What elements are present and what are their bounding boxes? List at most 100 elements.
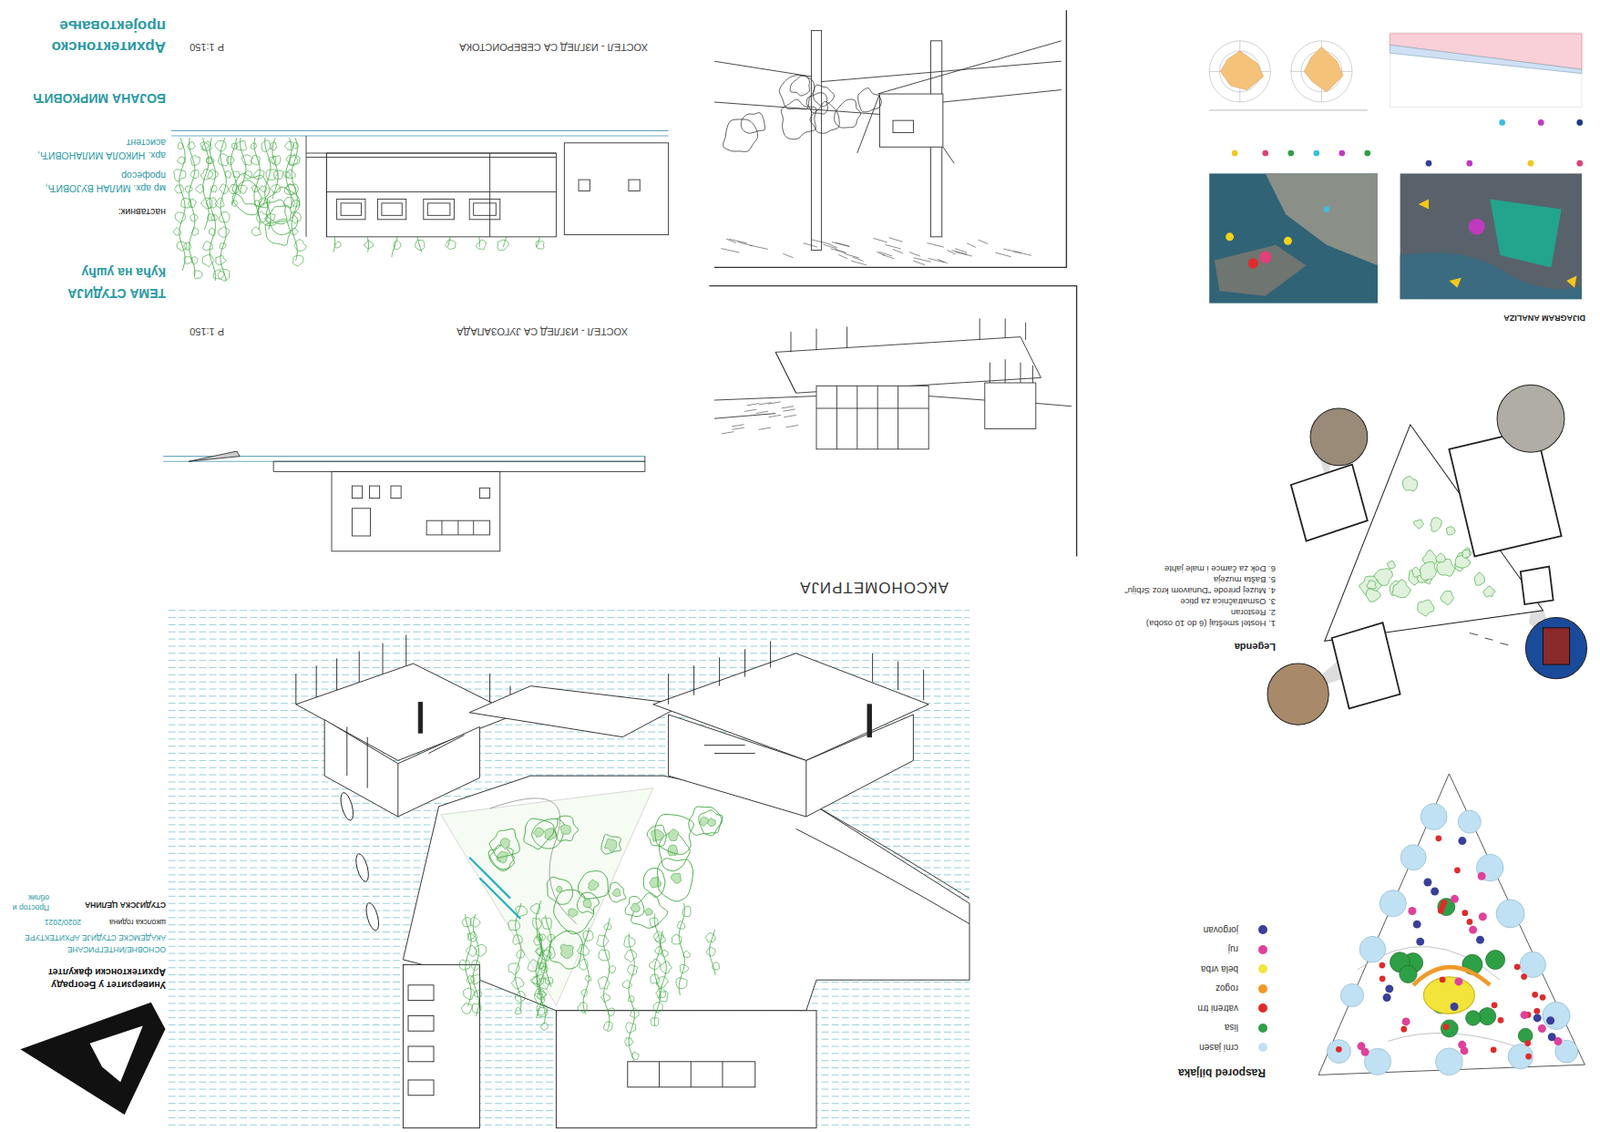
axonometric-drawing xyxy=(408,1015,434,1031)
profile-chart xyxy=(1389,32,1582,108)
poster-label: АКАДЕМСКЕ СТУДИЈЕ АРХИТЕКТУРЕ xyxy=(24,933,166,943)
hanging-plants xyxy=(535,240,544,249)
radar-chart xyxy=(1303,47,1344,93)
plant-symbols xyxy=(1357,1041,1366,1050)
garden-trees xyxy=(555,885,562,893)
hanging-plants xyxy=(202,141,212,152)
hanging-plants xyxy=(269,142,277,151)
garden-plants xyxy=(1430,517,1442,532)
elevation-drawing xyxy=(578,179,590,191)
plant-symbols xyxy=(1379,974,1386,982)
site-plan xyxy=(1332,622,1401,708)
plant-symbols xyxy=(1450,894,1459,903)
analysis-maps xyxy=(1418,198,1429,209)
hanging-plants xyxy=(286,169,297,179)
axonometric-drawing xyxy=(296,635,511,817)
hanging-plants xyxy=(219,242,226,249)
plant-symbols xyxy=(1525,1053,1532,1060)
profile-chart xyxy=(1389,44,1582,73)
hanging-plants xyxy=(415,239,425,250)
garden-trees xyxy=(508,920,521,931)
perspective-sketch xyxy=(892,120,913,133)
poster-label: 2. Restoran xyxy=(1230,607,1276,618)
faculty-logo xyxy=(90,1025,144,1083)
plant-symbols xyxy=(1379,962,1386,969)
garden-trees xyxy=(461,1003,472,1015)
garden-trees xyxy=(514,1007,522,1015)
garden-trees xyxy=(568,908,578,918)
hanging-plants xyxy=(173,227,181,236)
ground-hatch xyxy=(994,252,1011,257)
ground-hatch xyxy=(951,250,967,255)
plant-symbols xyxy=(1402,1016,1411,1026)
hanging-plants xyxy=(173,137,544,281)
garden-trees xyxy=(604,838,616,852)
sketch-trees xyxy=(740,112,765,134)
plant-symbols xyxy=(1437,907,1445,914)
garden-trees xyxy=(468,933,475,939)
elevation-drawing xyxy=(351,485,362,498)
hanging-plants xyxy=(271,155,281,165)
ground-hatch xyxy=(909,252,921,257)
garden-trees xyxy=(466,974,475,984)
perspective-sketch xyxy=(708,286,1077,557)
poster-label: БОЈАНА МИРКОВИЋ xyxy=(32,90,166,106)
water-hatch xyxy=(168,645,970,647)
garden-plants xyxy=(1419,561,1436,580)
garden-trees xyxy=(661,949,668,957)
analysis-maps xyxy=(1209,119,1583,304)
hanging-plants xyxy=(226,155,236,165)
garden-trees xyxy=(607,1007,616,1016)
hanging-plants xyxy=(292,142,299,149)
perspective-sketch xyxy=(714,10,1067,267)
plant-symbols xyxy=(1415,937,1425,946)
hanging-plants xyxy=(231,143,238,150)
poster-label: АКСОНОМЕТРИЈА xyxy=(799,577,949,596)
ground-hatch xyxy=(835,242,851,247)
plant-layout xyxy=(1357,946,1531,1052)
hanging-plants xyxy=(497,239,509,251)
elevation-drawing xyxy=(306,153,556,193)
ground-hatch xyxy=(912,260,925,265)
axonometric-drawing xyxy=(469,686,684,738)
garden-trees xyxy=(530,903,540,914)
hanging-plants xyxy=(209,137,216,281)
plant-symbols xyxy=(1514,964,1521,971)
poster-label: 4. Muzej prirode "Dunavom kroz Srbiju" xyxy=(1124,585,1276,596)
garden-trees xyxy=(712,962,720,970)
hanging-plants xyxy=(253,169,265,179)
elevation-drawing xyxy=(479,487,490,498)
legend-row: ruj xyxy=(1228,944,1268,955)
garden-trees xyxy=(631,892,668,929)
ground-hatch xyxy=(966,243,976,247)
elevation-drawing xyxy=(426,520,490,535)
ground-hatch xyxy=(831,242,850,247)
plant-symbols xyxy=(1383,993,1392,1002)
hanging-plants xyxy=(202,254,215,267)
water-hatch xyxy=(168,659,970,661)
plant-symbols xyxy=(1379,890,1406,917)
plant-symbols xyxy=(1420,803,1447,831)
poster-label: Кућа на ушћу xyxy=(82,264,166,280)
water-hatch xyxy=(168,666,970,668)
elevation-drawing xyxy=(469,198,501,219)
axonometric-drawing xyxy=(402,964,480,1128)
poster-label: 3. Osmatračnica za ptice xyxy=(1179,596,1276,607)
poster-label: ОСНОВНЕ/ИНТЕГРИСАНЕ xyxy=(67,944,166,954)
hanging-plants xyxy=(207,169,219,180)
ground-hatch xyxy=(892,248,903,253)
hanging-plants xyxy=(447,236,451,247)
garden-trees xyxy=(598,949,610,961)
plant-symbols xyxy=(1486,949,1506,969)
plant-symbols xyxy=(1435,1047,1464,1076)
analysis-maps xyxy=(1468,218,1486,236)
ground-hatch xyxy=(783,414,796,417)
garden-trees xyxy=(512,934,523,945)
perspective-sketch xyxy=(857,93,954,164)
garden-trees xyxy=(630,1007,640,1019)
poster-label: ХОСТЕЛ - ИЗГЛЕД СА ЈУГОЗАПАДА xyxy=(456,325,628,338)
sketch-trees xyxy=(834,99,862,128)
hanging-plants xyxy=(536,236,540,247)
garden-trees xyxy=(625,895,645,916)
